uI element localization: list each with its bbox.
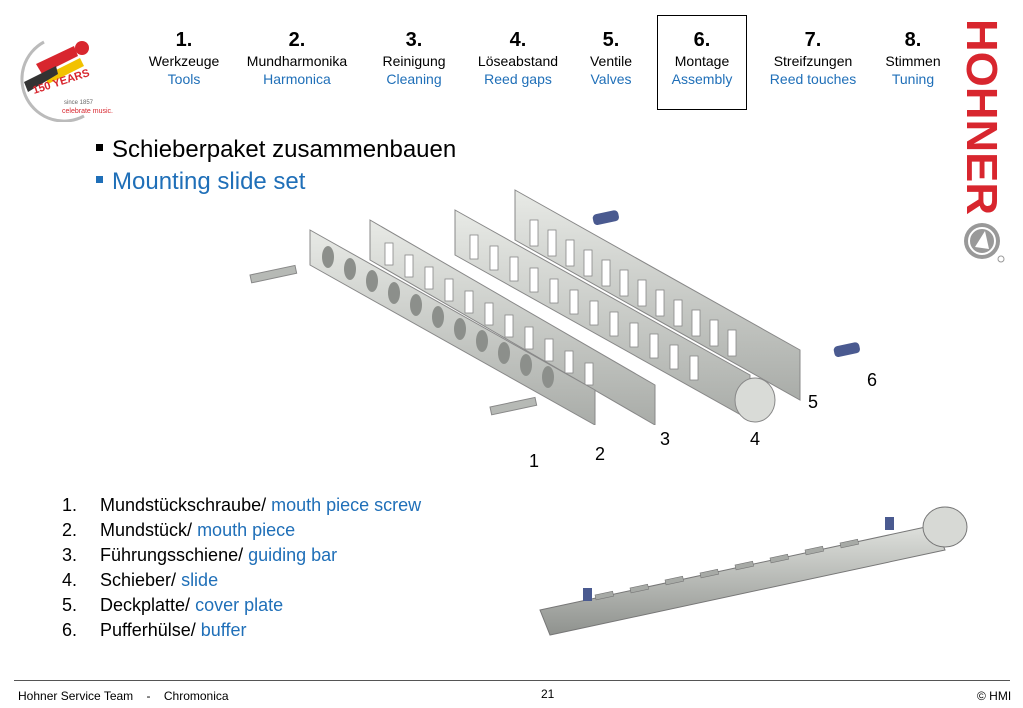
cover-plate-part	[514, 189, 801, 401]
footer-product: Chromonica	[163, 689, 229, 703]
footer-divider	[14, 680, 1010, 681]
slide-part	[454, 209, 776, 423]
footer-left: Hohner Service Team - Chromonica	[18, 689, 229, 703]
logo-tagline: celebrate music.	[62, 108, 113, 115]
page-number: 21	[541, 687, 555, 701]
nav-label-de: Streifzungen	[773, 53, 853, 69]
nav-active-indicator	[657, 15, 747, 110]
exploded-assembly-illustration	[249, 189, 860, 425]
heading-text-de: Schieberpaket zusammenbauen	[112, 136, 457, 163]
slide-heading-en: Mounting slide set	[96, 168, 305, 196]
list-item: 6.Pufferhülse/ buffer	[62, 620, 247, 640]
list-item: 2.Mundstück/ mouth piece	[62, 520, 296, 540]
part-label-2: 2	[595, 444, 606, 464]
nav-label-en: Tools	[167, 71, 201, 87]
list-item: 4.Schieber/ slide	[62, 570, 219, 590]
part-label-3: 3	[660, 429, 671, 449]
hohner-brand-logo: HOHNER	[957, 19, 1006, 263]
brand-wordmark: HOHNER	[957, 19, 1006, 215]
nav-number: 7.	[804, 29, 822, 51]
nav-item-assembly[interactable]: 6. Montage Assembly	[647, 28, 757, 88]
footer-team: Hohner Service Team	[18, 689, 134, 703]
nav-item-tools[interactable]: 1. Werkzeuge Tools	[129, 28, 239, 88]
guiding-bar-part	[369, 219, 656, 425]
parts-list: 1.Mundstückschraube/ mouth piece screw 2…	[62, 493, 421, 643]
part-label-6: 6	[867, 370, 878, 390]
bullet-icon	[96, 144, 103, 152]
nav-number: 2.	[288, 29, 306, 51]
logo-since: since 1857	[64, 100, 94, 106]
part-label-5: 5	[808, 392, 819, 412]
nav-number: 8.	[904, 29, 922, 51]
part-label-1: 1	[529, 451, 540, 471]
hohner-150-years-logo: 150 YEARS since 1857 celebrate music.	[20, 40, 113, 122]
nav-label-de: Montage	[674, 53, 730, 69]
nav-item-harmonica[interactable]: 2. Mundharmonika Harmonica	[242, 28, 352, 88]
bullet-icon	[96, 176, 103, 184]
nav-number: 3.	[405, 29, 423, 51]
nav-label-en: Tuning	[891, 71, 935, 87]
nav-label-en: Reed touches	[769, 71, 857, 87]
footer-copyright: © HMI	[977, 689, 1012, 703]
nav-label-de: Ventile	[589, 53, 633, 69]
buffer-part	[592, 210, 860, 358]
part-label-4: 4	[750, 429, 761, 449]
nav-item-tuning[interactable]: 8. Stimmen Tuning	[858, 28, 968, 88]
nav-number: 1.	[175, 29, 193, 51]
footer-separator: -	[146, 689, 151, 703]
nav-item-cleaning[interactable]: 3. Reinigung Cleaning	[359, 28, 469, 88]
nav-number: 5.	[602, 29, 620, 51]
nav-label-de: Stimmen	[885, 53, 941, 69]
nav-label-de: Mundharmonika	[246, 53, 348, 69]
nav-label-en: Assembly	[671, 71, 733, 87]
nav-label-de: Reinigung	[382, 53, 446, 69]
nav-item-reed-touches[interactable]: 7. Streifzungen Reed touches	[758, 28, 868, 88]
assembled-slide-illustration	[539, 506, 968, 636]
nav-label-en: Cleaning	[386, 71, 442, 87]
list-item: 3.Führungsschiene/ guiding bar	[62, 545, 338, 565]
nav-label-de: Löseabstand	[477, 53, 559, 69]
list-item: 5.Deckplatte/ cover plate	[62, 595, 284, 615]
nav-label-en: Reed gaps	[484, 71, 552, 87]
nav-item-valves[interactable]: 5. Ventile Valves	[556, 28, 666, 88]
nav-number: 6.	[693, 29, 711, 51]
mouth-piece-screw-part	[249, 264, 538, 416]
list-item: 1.Mundstückschraube/ mouth piece screw	[62, 495, 422, 515]
mouth-piece-part	[309, 229, 596, 425]
slide-heading-de: Schieberpaket zusammenbauen	[96, 136, 456, 164]
nav-label-en: Harmonica	[263, 71, 331, 87]
nav-label-en: Valves	[590, 71, 632, 87]
nav-item-reed-gaps[interactable]: 4. Löseabstand Reed gaps	[463, 28, 573, 88]
nav-number: 4.	[509, 29, 527, 51]
nav-label-de: Werkzeuge	[148, 53, 220, 69]
heading-text-en: Mounting slide set	[112, 168, 306, 195]
